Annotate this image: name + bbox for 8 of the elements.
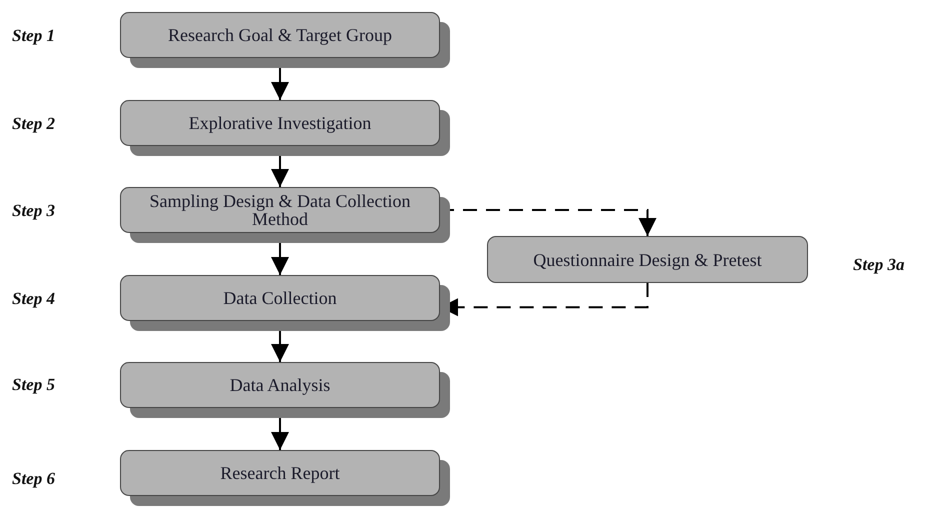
step-label: Step 6 [12,469,55,489]
step-label: Step 2 [12,114,55,134]
process-box: Questionnaire Design & Pretest [487,236,808,283]
step-label: Step 3 [12,201,55,221]
step-label: Step 1 [12,26,55,46]
step-label: Step 3a [853,255,904,275]
step-label: Step 5 [12,375,55,395]
step-label: Step 4 [12,289,55,309]
